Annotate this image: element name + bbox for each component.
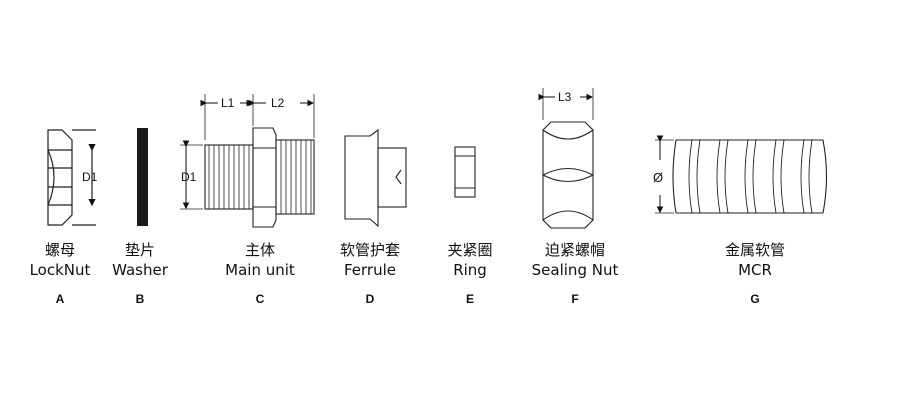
locknut-letter: A [55,292,65,306]
sealing-nut-en-label: Sealing Nut [531,261,619,279]
main-unit-letter: C [255,292,265,306]
locknut-cn-label: 螺母 [44,241,75,259]
main-unit-en-label: Main unit [225,261,295,279]
mcr-dia-label: Ø [653,170,663,185]
ferrule-letter: D [365,292,375,306]
sealing-nut-l3-label: L3 [558,90,572,104]
mcr-drawing [655,135,828,214]
sealing-nut-cn-label: 迫紧螺帽 [544,241,605,259]
locknut-dim-label: D1 [82,170,98,184]
main-unit-drawing [180,94,315,228]
ferrule-cn-label: 软管护套 [339,241,400,259]
ferrule-en-label: Ferrule [343,261,396,279]
ring-drawing [454,146,476,198]
locknut-en-label: LockNut [29,261,91,279]
ferrule-drawing [344,128,407,228]
ring-cn-label: 夹紧圈 [447,241,493,259]
main-unit-l2-label: L2 [271,96,285,110]
ring-letter: E [465,292,474,306]
mcr-letter: G [750,292,760,306]
main-unit-cn-label: 主体 [244,241,275,259]
washer-drawing [137,128,148,226]
washer-cn-label: 垫片 [124,241,155,259]
washer-letter: B [135,292,145,306]
mcr-en-label: MCR [738,261,772,279]
sealing-nut-letter: F [571,292,579,306]
main-unit-l1-label: L1 [221,96,235,110]
locknut-drawing [47,129,96,226]
mcr-cn-label: 金属软管 [724,241,785,259]
washer-en-label: Washer [112,261,168,279]
main-unit-d1-label: D1 [181,170,197,184]
sealing-nut-drawing [538,88,594,229]
ring-en-label: Ring [453,261,487,279]
